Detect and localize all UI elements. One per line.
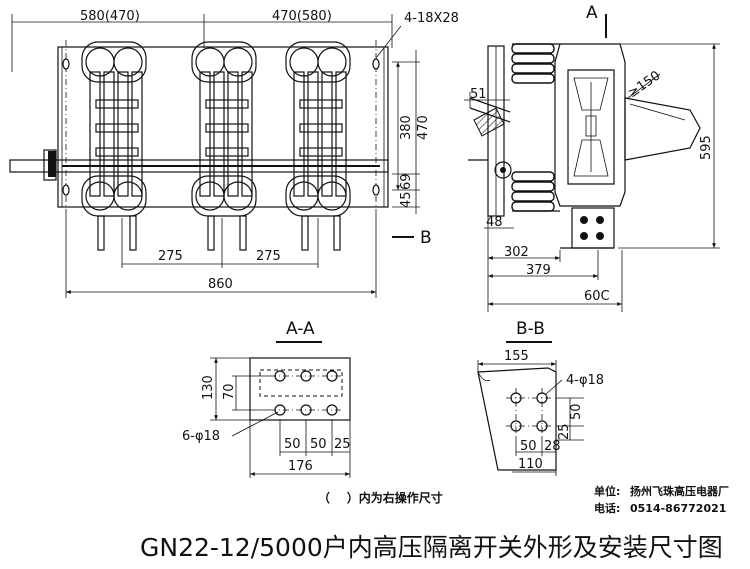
section-b-marker: B [420,228,432,248]
dim-860: 860 [208,277,233,292]
dim-176: 176 [288,459,313,474]
company-info: 单位: 扬州飞珠高压电器厂 电话: 0514-86772021 [594,483,729,517]
dim-50-horizontal: 50 [520,439,537,454]
phone-value: 0514-86772021 [630,502,727,515]
dim-470: 470 [416,115,431,140]
phase-1 [81,41,147,251]
dim-50a: 50 [284,437,301,452]
dim-50b: 50 [310,437,327,452]
dim-275-left: 275 [158,249,183,264]
dim-48: 48 [486,215,503,230]
section-bb-title: B-B [516,319,545,339]
section-aa: A-A 130 70 6-φ18 50 50 25 176 [182,319,351,478]
unit-label: 单位: [594,485,621,498]
dim-50-vertical: 50 [569,403,584,420]
dim-275-right: 275 [256,249,281,264]
dim-155: 155 [504,349,529,364]
dim-25: 25 [334,437,351,452]
phone-label: 电话: [594,502,621,515]
dim-580-470: 580(470) [80,9,140,24]
front-view: 580(470) 470(580) 4-18X28 [9,9,459,298]
side-view: A [464,3,720,312]
dim-6-holes: 6-φ18 [182,429,220,444]
drawing-caption: GN22-12/5000户内高压隔离开关外形及安装尺寸图 [140,533,723,562]
unit-value: 扬州飞珠高压电器厂 [630,485,729,498]
dim-302: 302 [504,245,529,260]
operation-note: （ ）内为右操作尺寸 [318,491,443,505]
section-aa-title: A-A [286,319,315,339]
dim-45: 45 [399,191,414,208]
insulator-bottom [511,171,555,212]
dim-radius-150: ≥150 [625,68,663,101]
dim-380: 380 [399,115,414,140]
insulator-top [511,43,555,84]
dim-mount-holes: 4-18X28 [404,11,459,26]
dim-595: 595 [699,135,714,160]
dim-25-vertical: 25 [557,423,572,440]
phase-3 [285,41,351,251]
phase-2 [191,41,257,251]
section-a-marker: A [586,3,598,23]
dim-130: 130 [201,375,216,400]
dim-51: 51 [470,87,487,102]
dim-70: 70 [222,383,237,400]
dim-4-holes: 4-φ18 [566,373,604,388]
dim-470-580: 470(580) [272,9,332,24]
dim-600: 60C [584,289,610,304]
dim-110: 110 [518,457,543,472]
section-bb: B-B 155 4-φ18 50 25 50 28 110 [477,319,604,476]
dim-379: 379 [526,263,551,278]
dim-28: 28 [544,439,561,454]
dim-69: 69 [399,173,414,190]
